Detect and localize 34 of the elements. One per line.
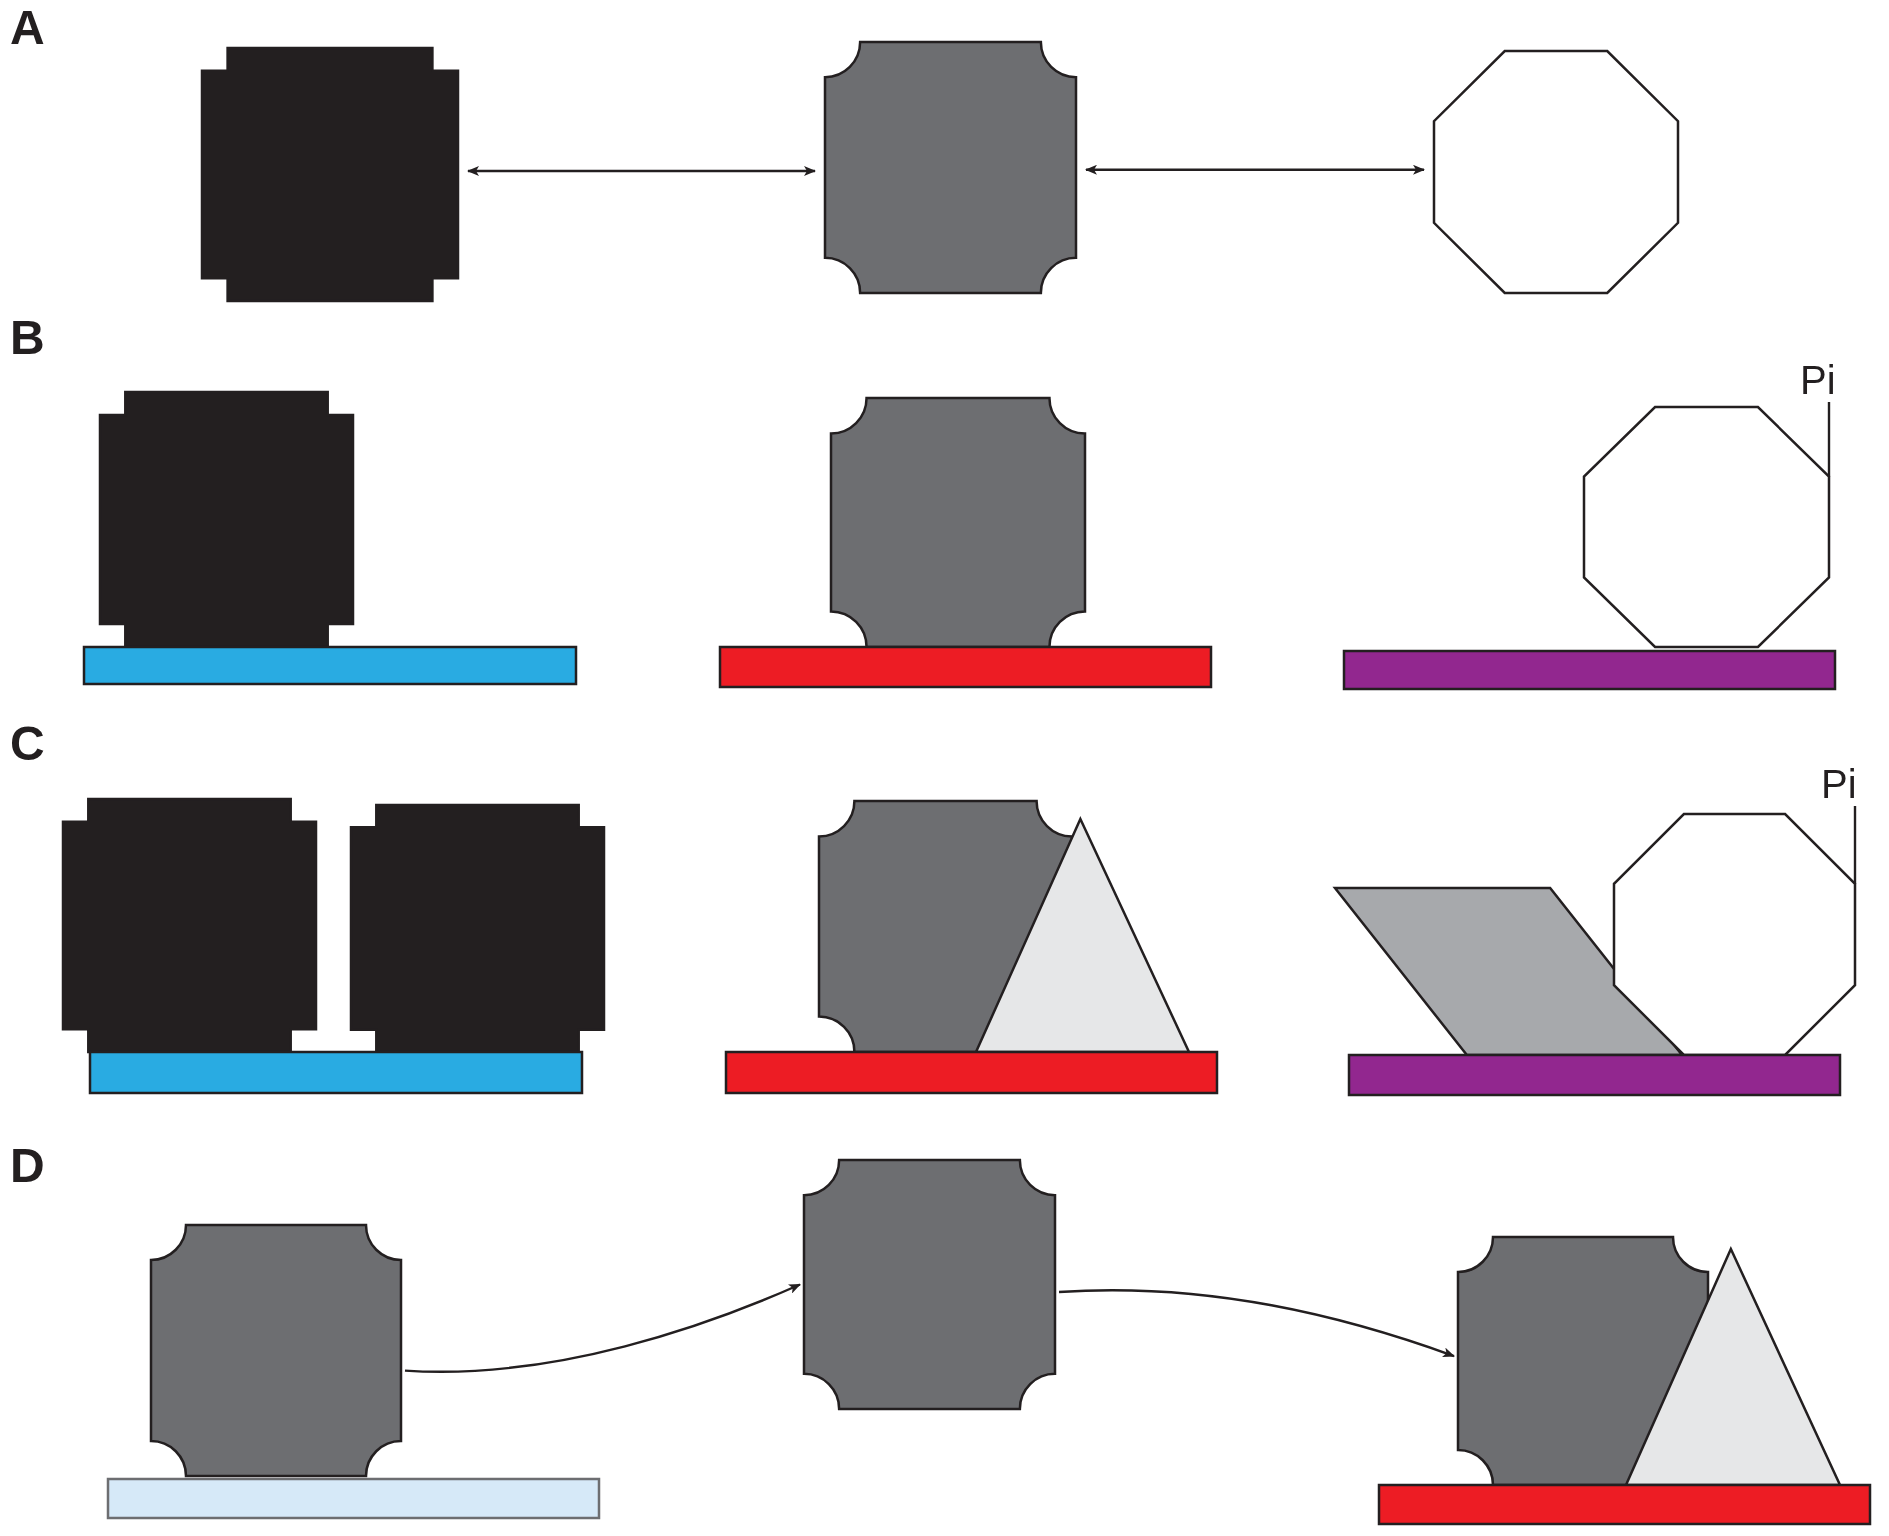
- membrane-bar: [108, 1479, 599, 1518]
- membrane-bar: [720, 647, 1211, 687]
- notched-shape: [804, 1160, 1055, 1409]
- membrane-bar: [90, 1052, 582, 1093]
- arrow: [404, 1283, 801, 1373]
- triangle-shape: [976, 819, 1189, 1052]
- octagon-shape: [1584, 407, 1829, 647]
- octagon-shape: [1614, 814, 1855, 1055]
- leader-line: [1827, 402, 1831, 477]
- membrane-bar: [726, 1052, 1217, 1093]
- octagon-shape: [1434, 51, 1678, 293]
- notched-shape: [831, 398, 1085, 647]
- arrow: [1058, 1289, 1455, 1358]
- cross-shape: [202, 48, 458, 301]
- membrane-bar: [84, 647, 576, 684]
- arrow: [467, 166, 816, 176]
- cross-shape: [63, 799, 316, 1052]
- pi-label: Pi: [1800, 360, 1836, 400]
- pi-label: Pi: [1821, 764, 1857, 804]
- cross-shape: [351, 805, 604, 1052]
- notched-shape: [151, 1225, 401, 1476]
- panel-letter: C: [10, 720, 45, 768]
- leader-line: [1853, 806, 1857, 884]
- panel-letter: D: [10, 1142, 45, 1190]
- arrow: [1085, 164, 1425, 175]
- panel-letter: B: [10, 314, 45, 362]
- cross-shape: [100, 392, 353, 647]
- notched-shape: [825, 42, 1076, 293]
- membrane-bar: [1349, 1055, 1840, 1095]
- panel-letter: A: [10, 4, 45, 52]
- parallelogram-shape: [1335, 888, 1682, 1055]
- triangle-shape: [1626, 1249, 1840, 1485]
- membrane-bar: [1344, 651, 1835, 689]
- membrane-bar: [1379, 1485, 1870, 1524]
